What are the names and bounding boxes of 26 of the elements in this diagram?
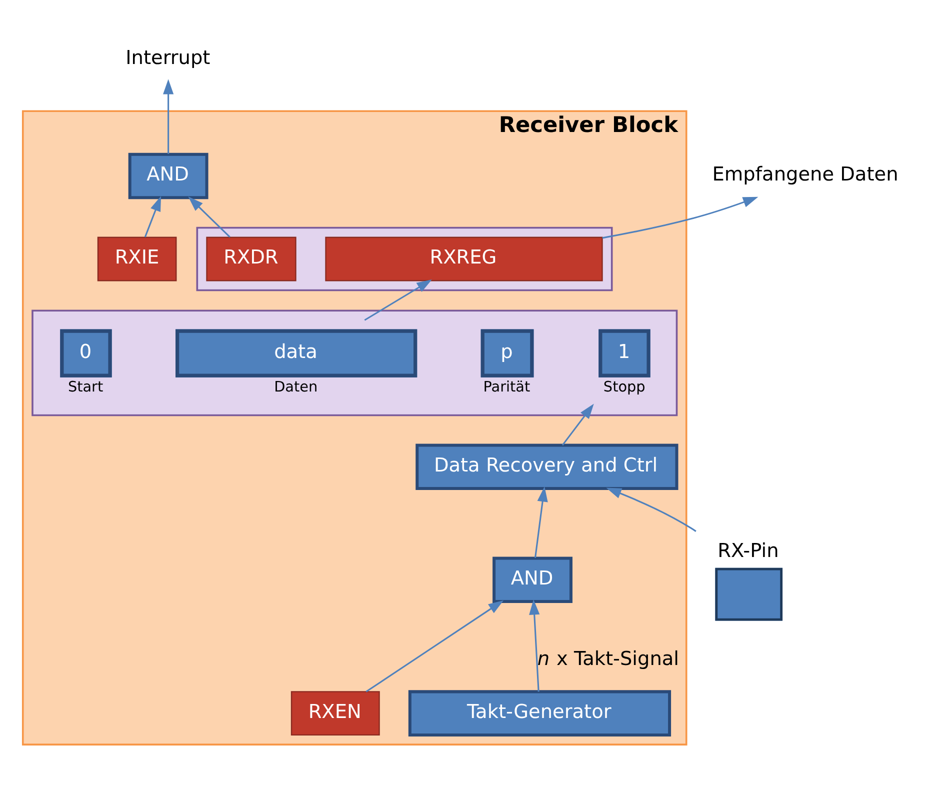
node-label: Daten: [274, 379, 318, 396]
arrow: [144, 196, 162, 238]
arrow: [188, 196, 230, 238]
node-box: Takt-Generator: [408, 690, 672, 736]
node-label: RX-Pin: [718, 538, 779, 562]
cluster: [32, 310, 678, 416]
arrow: [529, 600, 540, 692]
arrow: [562, 404, 594, 446]
node-label: Start: [68, 379, 104, 396]
arrow: [534, 486, 548, 558]
node-box: RXREG: [325, 236, 603, 282]
node-box: Data Recovery and Ctrl: [416, 444, 678, 490]
arrow: [364, 280, 432, 321]
node-label: Parität: [483, 379, 530, 396]
node-text: Empfangene Daten: [712, 162, 898, 186]
arrow: [163, 79, 174, 154]
node-box: RXIE: [97, 236, 177, 282]
node-box: AND: [492, 556, 572, 604]
arrow: [602, 196, 758, 239]
edge-label: n x Takt-Signal: [537, 647, 680, 670]
node-box: RXDR: [206, 236, 296, 282]
node-box: RXEN: [290, 691, 380, 736]
node-label: Stopp: [603, 379, 646, 396]
node-box: AND: [128, 152, 208, 200]
arrow: [366, 600, 504, 692]
node-text: Interrupt: [126, 46, 210, 70]
